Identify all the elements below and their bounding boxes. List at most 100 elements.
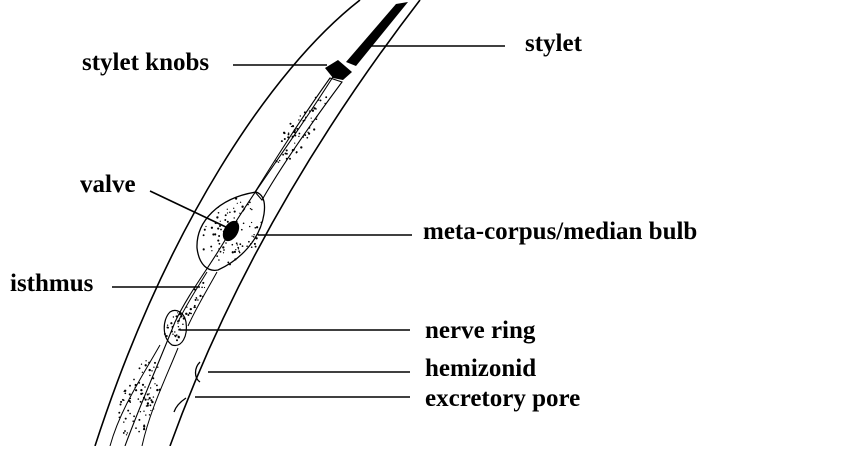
stipple-dot xyxy=(282,131,286,134)
stipple-dot xyxy=(118,411,121,414)
stipple-dot xyxy=(142,427,146,431)
stipple-dot xyxy=(315,118,318,121)
stipple-dot xyxy=(134,386,136,388)
stipple-dot xyxy=(240,228,243,231)
stipple-dot xyxy=(317,99,320,101)
stipple-dot xyxy=(154,383,156,385)
valve-shape xyxy=(222,220,240,242)
stipple-dot xyxy=(156,388,159,392)
stipple-dot xyxy=(251,208,253,211)
stipple-dot xyxy=(316,115,318,118)
stipple-dot xyxy=(293,130,296,134)
stipple-dot xyxy=(287,132,290,134)
hemizonid-shape xyxy=(194,361,201,383)
stipple-dot xyxy=(283,137,286,141)
stipple-dot xyxy=(313,128,316,131)
stipple-dot xyxy=(210,226,214,229)
label-stylet-knobs: stylet knobs xyxy=(82,49,210,76)
stipple-dot xyxy=(155,384,158,387)
stipple-dot xyxy=(222,252,225,254)
body-outline-left xyxy=(94,0,361,447)
stipple-dot xyxy=(147,399,149,401)
stipple-dot xyxy=(172,316,175,318)
stipple-dot xyxy=(236,202,238,204)
stippling xyxy=(118,96,328,436)
stipple-dot xyxy=(285,149,288,152)
stipple-dot xyxy=(319,99,322,102)
stylet-shaft xyxy=(346,2,408,66)
stipple-dot xyxy=(211,250,213,252)
stipple-dot xyxy=(291,125,295,128)
stipple-dot xyxy=(144,386,146,388)
stipple-dot xyxy=(129,401,132,404)
stipple-dot xyxy=(277,161,280,163)
stipple-dot xyxy=(253,242,256,245)
stipple-dot xyxy=(287,136,290,139)
stipple-dot xyxy=(249,207,252,210)
stipple-dot xyxy=(150,409,152,412)
stipple-dot xyxy=(303,111,306,114)
stipple-dot xyxy=(148,397,151,400)
stipple-dot xyxy=(234,258,237,261)
stipple-dot xyxy=(128,399,131,403)
stipple-dot xyxy=(142,396,146,399)
stipple-dot xyxy=(202,281,205,284)
stipple-dot xyxy=(149,387,152,389)
stipple-dot xyxy=(146,402,150,405)
stipple-dot xyxy=(144,398,147,401)
stipple-dot xyxy=(296,128,298,130)
stipple-dot xyxy=(121,398,124,401)
stipple-dot xyxy=(251,235,253,237)
stipple-dot xyxy=(185,312,188,315)
stipple-dot xyxy=(138,367,141,370)
stipple-dot xyxy=(205,225,207,228)
nerve-ring-shape xyxy=(163,309,187,347)
stipple-dot xyxy=(179,312,182,315)
stipple-dot xyxy=(153,408,155,410)
stipple-dot xyxy=(294,142,296,144)
stipple-dot xyxy=(310,117,312,119)
stipple-dot xyxy=(293,129,296,132)
stipple-dot xyxy=(237,246,240,249)
stipple-dot xyxy=(177,325,180,328)
stipple-dot xyxy=(308,132,311,135)
stipple-dot xyxy=(139,400,142,403)
stipple-dot xyxy=(129,412,131,415)
stipple-dot xyxy=(311,109,315,112)
isthmus-shape xyxy=(177,271,218,327)
stipple-dot xyxy=(241,205,244,208)
stipple-dot xyxy=(212,233,215,236)
stipple-dot xyxy=(203,228,206,231)
stipple-dot xyxy=(186,306,188,308)
stipple-dot xyxy=(243,207,246,210)
stipple-dot xyxy=(195,297,198,299)
stipple-dot xyxy=(241,245,244,247)
stipple-dot xyxy=(250,242,252,245)
stipple-dot xyxy=(225,242,227,244)
stipple-dot xyxy=(234,197,238,200)
stipple-dot xyxy=(193,288,196,291)
stipple-dot xyxy=(287,133,290,136)
stipple-dot xyxy=(239,243,242,246)
stipple-dot xyxy=(178,328,181,331)
stipple-dot xyxy=(236,244,238,246)
stipple-dot xyxy=(255,237,258,240)
stipple-dot xyxy=(226,208,228,210)
stipple-dot xyxy=(289,122,292,125)
stipple-dot xyxy=(129,384,131,387)
stipple-dot xyxy=(151,370,153,372)
stipple-dot xyxy=(239,212,241,214)
stipple-dot xyxy=(140,392,143,396)
stipple-dot xyxy=(135,389,138,392)
stipple-dot xyxy=(231,243,234,246)
stipple-dot xyxy=(174,331,176,333)
stipple-dot xyxy=(178,337,180,339)
stipple-dot xyxy=(165,335,168,337)
stipple-dot xyxy=(217,211,220,214)
stipple-dot xyxy=(151,400,154,404)
stipple-dot xyxy=(214,233,217,236)
stipple-dot xyxy=(229,211,231,214)
stipple-dot xyxy=(176,339,178,342)
label-excretory-pore: excretory pore xyxy=(425,385,581,412)
